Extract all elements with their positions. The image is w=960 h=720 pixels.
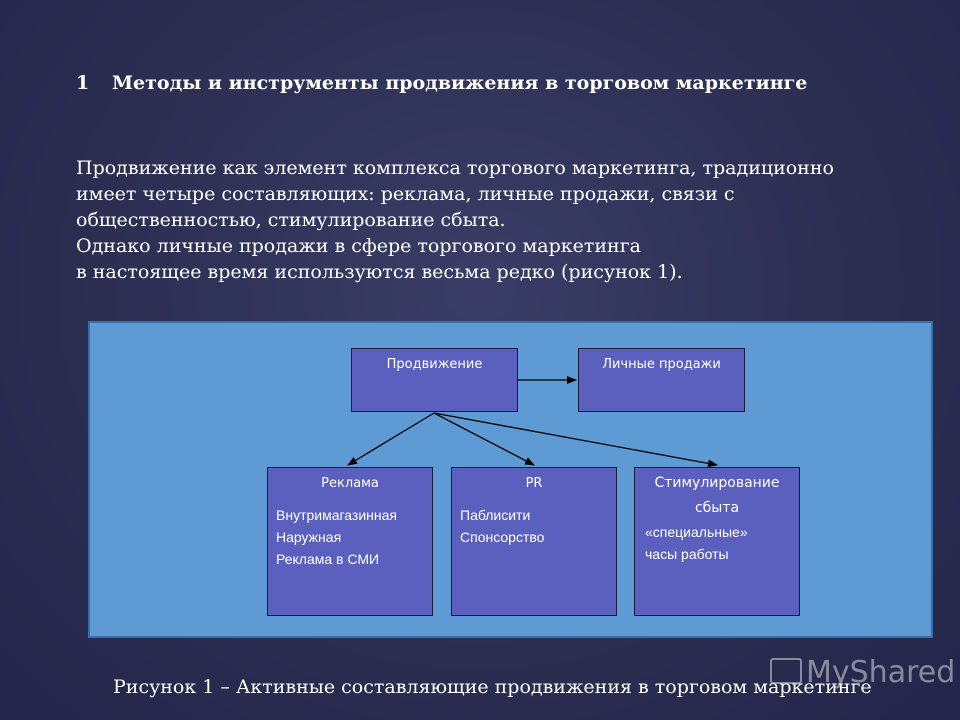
promotion-title: Продвижение: [386, 357, 483, 372]
presentation-icon: [770, 657, 802, 684]
paragraph-line: Продвижение как элемент комплекса торгов…: [76, 157, 834, 179]
section-title: Методы и инструменты продвижения в торго…: [112, 72, 808, 94]
sales-promotion-item: «специальные»: [645, 524, 748, 540]
sales-promotion-box: Стимулирование сбыта «специальные» часы …: [634, 467, 800, 616]
paragraph-line: Однако личные продажи в сфере торгового …: [76, 235, 641, 257]
paragraph-line: общественностью, стимулирование сбыта.: [76, 209, 506, 231]
pr-item: Спонсорство: [460, 529, 545, 545]
pr-title: PR: [525, 476, 543, 491]
section-heading: 1 Методы и инструменты продвижения в торг…: [76, 70, 936, 96]
sales-promotion-item: часы работы: [645, 546, 729, 562]
promotion-box: Продвижение: [351, 348, 518, 412]
personal-sales-title: Личные продажи: [602, 357, 721, 372]
advertising-box: Реклама Внутримагазинная Наружная Реклам…: [267, 467, 433, 616]
pr-item: Паблисити: [460, 507, 531, 523]
paragraph-line: в настоящее время используются весьма ре…: [76, 261, 683, 283]
sales-promotion-items: «специальные» часы работы: [635, 521, 799, 565]
watermark-text: MyShared: [806, 655, 956, 690]
sales-promotion-title-line: Стимулирование: [654, 475, 780, 491]
paragraph-line: имеет четыре составляющих: реклама, личн…: [76, 183, 735, 205]
watermark: MyShared: [770, 655, 955, 691]
advertising-title: Реклама: [321, 476, 379, 491]
pr-box: PR Паблисити Спонсорство: [451, 467, 617, 616]
intro-paragraph: Продвижение как элемент комплекса торгов…: [76, 155, 946, 285]
personal-sales-box: Личные продажи: [578, 348, 745, 412]
pr-items: Паблисити Спонсорство: [452, 494, 616, 548]
advertising-items: Внутримагазинная Наружная Реклама в СМИ: [268, 494, 432, 570]
section-number: 1: [76, 72, 90, 94]
advertising-item: Наружная: [276, 529, 342, 545]
advertising-item: Реклама в СМИ: [276, 551, 380, 567]
sales-promotion-title-line: сбыта: [694, 500, 740, 516]
figure-caption: Рисунок 1 – Активные составляющие продви…: [113, 676, 872, 698]
sales-promotion-title: Стимулирование сбыта: [635, 468, 799, 521]
advertising-item: Внутримагазинная: [276, 507, 397, 523]
